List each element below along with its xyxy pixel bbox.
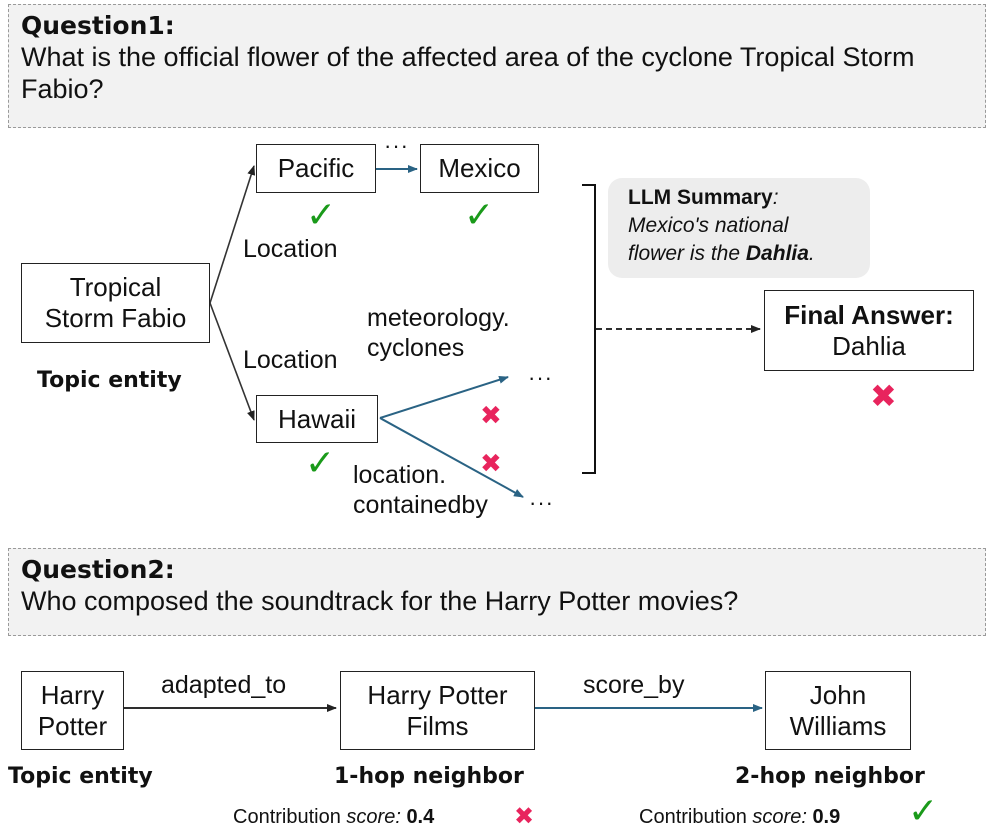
final-answer-box: Final Answer:Dahlia bbox=[764, 290, 974, 371]
final-answer-title: Final Answer: bbox=[784, 299, 954, 330]
contrib-italic: score: bbox=[752, 806, 807, 828]
node-text: Hawaii bbox=[277, 403, 357, 434]
edge-hawaii-containedby bbox=[379, 417, 524, 498]
edge-label-location-upper: Location bbox=[243, 235, 338, 263]
check-icon: ✓ bbox=[464, 195, 495, 236]
summary-answer: Dahlia bbox=[745, 242, 809, 265]
llm-summary-box: LLM Summary: Mexico's national flower is… bbox=[608, 178, 870, 278]
contribution-score-2: Contribution score: 0.9 bbox=[639, 806, 840, 829]
topic-entity-label: Topic entity bbox=[37, 368, 182, 393]
summary-colon: : bbox=[772, 186, 779, 209]
contrib-text: Contribution bbox=[639, 806, 753, 828]
bracket bbox=[582, 184, 596, 474]
cross-icon: ✖ bbox=[870, 377, 897, 415]
edge-label-meteorology: meteorology. cyclones bbox=[367, 303, 510, 363]
question2-text: Who composed the soundtrack for the Harr… bbox=[21, 586, 739, 616]
one-hop-label: 1-hop neighbor bbox=[334, 764, 524, 789]
edge-label-location-lower: Location bbox=[243, 346, 338, 374]
check-icon: ✓ bbox=[908, 791, 939, 832]
edge-fabio-pacific bbox=[209, 165, 256, 304]
node-text: Pacific bbox=[277, 153, 355, 183]
cross-icon: ✖ bbox=[480, 449, 502, 479]
edge-hawaii-meteorology bbox=[379, 375, 509, 419]
node-text: Films bbox=[406, 710, 469, 741]
node-text: Williams bbox=[789, 710, 887, 741]
contrib-italic: score: bbox=[346, 806, 401, 828]
summary-text: . bbox=[808, 242, 815, 265]
node-text: Mexico bbox=[438, 153, 521, 183]
topic-entity-label: Topic entity bbox=[8, 764, 153, 789]
question1-text: What is the official flower of the affec… bbox=[21, 42, 915, 104]
edge-label-containedby: location. containedby bbox=[353, 460, 488, 520]
edge-label-line: meteorology. bbox=[367, 304, 510, 332]
node-hawaii: Hawaii bbox=[256, 395, 378, 443]
cross-icon: ✖ bbox=[480, 401, 502, 431]
score-value: 0.4 bbox=[406, 806, 435, 828]
question2-title: Question2: bbox=[21, 555, 175, 584]
contrib-text: Contribution bbox=[233, 806, 347, 828]
node-mexico: Mexico bbox=[420, 144, 539, 193]
question1-title: Question1: bbox=[21, 11, 175, 40]
ellipsis-icon: ··· bbox=[528, 365, 553, 390]
check-icon: ✓ bbox=[305, 443, 336, 484]
ellipsis-icon: ··· bbox=[384, 133, 409, 158]
ellipsis-icon: ··· bbox=[529, 490, 554, 515]
node-text: Potter bbox=[37, 710, 108, 741]
final-answer-value: Dahlia bbox=[832, 330, 906, 361]
edge-label-line: cyclones bbox=[367, 334, 465, 362]
cross-icon: ✖ bbox=[514, 802, 535, 830]
edge-fabio-hawaii bbox=[209, 302, 255, 421]
summary-title: LLM Summary bbox=[628, 186, 773, 209]
summary-text: Mexico's national bbox=[628, 214, 789, 237]
edge-label-score-by: score_by bbox=[583, 671, 685, 699]
contribution-score-1: Contribution score: 0.4 bbox=[233, 806, 434, 829]
question1-box: Question1: What is the official flower o… bbox=[8, 4, 986, 128]
question2-box: Question2: Who composed the soundtrack f… bbox=[8, 548, 986, 636]
check-icon: ✓ bbox=[306, 195, 337, 236]
node-text: Tropical bbox=[69, 272, 162, 302]
node-text: John bbox=[809, 679, 867, 710]
edge-label-adapted-to: adapted_to bbox=[161, 671, 287, 699]
score-value: 0.9 bbox=[812, 806, 841, 828]
node-text: Storm Fabio bbox=[44, 303, 187, 333]
edge-label-line: location. bbox=[353, 461, 447, 489]
node-text: Harry bbox=[40, 679, 105, 710]
two-hop-label: 2-hop neighbor bbox=[735, 764, 925, 789]
node-pacific: Pacific bbox=[256, 144, 376, 193]
summary-text: flower is the bbox=[628, 242, 746, 265]
node-text: Harry Potter bbox=[367, 679, 508, 710]
edge-label-line: containedby bbox=[353, 491, 488, 519]
